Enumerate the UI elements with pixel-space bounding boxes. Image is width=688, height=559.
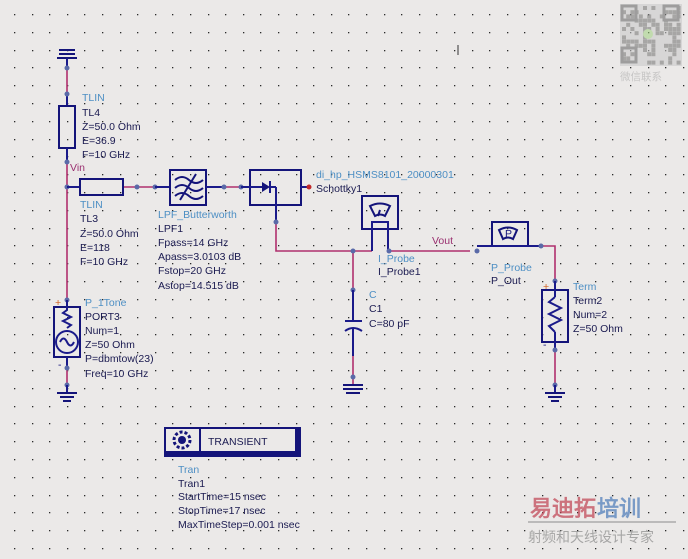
qr-caption: 微信联系 [620, 70, 662, 83]
diode-icon [262, 182, 270, 192]
ground-c1 [343, 384, 363, 394]
lpf1-param: Astop=14.515 dB [158, 280, 239, 292]
svg-text:P: P [505, 228, 512, 240]
svg-text:+: + [543, 281, 549, 293]
tlin-tl3[interactable]: TLIN TL3 Z=50.0 Ohm E=118 F=10 GHz [64, 178, 140, 268]
port3-type: P_1Tone [85, 297, 127, 309]
iprobe1-name: I_Probe1 [378, 266, 421, 278]
pout-name: P_Out [491, 275, 521, 287]
schottky-diode-schottky1[interactable]: di_hp_HSMS8101_20000301 Schottky1 [238, 169, 454, 225]
schottky1-type: di_hp_HSMS8101_20000301 [316, 169, 454, 181]
brand-part2: 培训 [597, 496, 641, 522]
svg-text:-: - [58, 359, 62, 371]
lpf1-param: Apass=3.0103 dB [158, 251, 241, 263]
grid-dots [14, 14, 685, 550]
port3-param: Freq=10 GHz [85, 368, 148, 380]
lpf1-type: LPF_Butterworth [158, 209, 237, 221]
wire[interactable] [275, 222, 372, 252]
tlin-tl4[interactable]: TLIN TL4 Z=50.0 Ohm E=36.9 F=10 GHz [58, 65, 141, 165]
tl3-param: F=10 GHz [80, 256, 128, 268]
sim-param: MaxTimeStep=0.001 nsec [178, 519, 300, 531]
iprobe1-type: I_Probe [378, 253, 415, 265]
c1-name: C1 [369, 303, 383, 315]
wire[interactable] [540, 245, 556, 281]
tl4-name: TL4 [82, 107, 100, 119]
c1-type: C [369, 289, 377, 301]
lpf1-name: LPF1 [158, 223, 183, 235]
sim-type: Tran [178, 464, 199, 476]
ground-top [57, 49, 77, 68]
term2-param: Z=50 Ohm [573, 323, 623, 335]
wires [66, 68, 556, 385]
lpf1-param: Fpass=14 GHz [158, 237, 228, 249]
meter-icon [497, 226, 519, 241]
term2-name: Term2 [573, 295, 602, 307]
power-probe-p-out[interactable]: P P_Probe P_Out [474, 221, 544, 287]
meter-icon [368, 202, 392, 218]
ground-port3 [57, 382, 77, 402]
tl4-param: F=10 GHz [82, 149, 130, 161]
sim-param: StopTime=17 nsec [178, 505, 265, 517]
source-port3[interactable]: + - P_1Tone PORT3 Num=1 Z=50 Ohm P=dbmto… [53, 297, 154, 380]
port3-param: P=dbmtow(23) [85, 353, 154, 365]
port3-param: Z=50 Ohm [85, 339, 135, 351]
schottky1-name: Schottky1 [316, 183, 362, 195]
gear-icon [172, 430, 192, 450]
transient-simulation-controller[interactable]: TRANSIENT Tran Tran1 StartTime=15 nsec S… [164, 427, 301, 531]
lpf1-param: Fstop=20 GHz [158, 265, 226, 277]
c1-param: C=80 pF [369, 318, 410, 330]
port3-name: PORT3 [85, 311, 120, 323]
sine-source-icon [55, 330, 79, 354]
qr-code-watermark: 微信联系 [620, 4, 682, 83]
svg-text:+: + [55, 297, 61, 309]
tl3-name: TL3 [80, 213, 98, 225]
port3-param: Num=1 [85, 325, 119, 337]
term2-type: Term [573, 281, 597, 293]
tl3-type: TLIN [80, 199, 103, 211]
tl4-param: E=36.9 [82, 135, 116, 147]
simulation-label: TRANSIENT [208, 436, 268, 448]
pout-type: P_Probe [491, 262, 532, 274]
resistor-icon [546, 296, 564, 333]
current-probe-i-probe1[interactable]: I_Probe I_Probe1 [350, 195, 421, 278]
net-label-vout[interactable]: Vout [432, 235, 453, 247]
ground-term2 [545, 382, 565, 402]
tl3-param: Z=50.0 Ohm [80, 228, 139, 240]
brand-part1: 易迪拓 [530, 497, 596, 522]
term2-param: Num=2 [573, 309, 607, 321]
tl3-param: E=118 [80, 242, 110, 254]
resistor-icon [60, 300, 74, 329]
tl4-type: TLIN [82, 92, 105, 104]
brand-tagline: 射频和天线设计专家 [528, 529, 654, 546]
brand-watermark: 易迪拓 培训 射频和天线设计专家 [528, 496, 676, 546]
sim-param: StartTime=15 nsec [178, 491, 266, 503]
capacitor-c1[interactable]: C C1 C=80 pF [344, 287, 410, 380]
net-label-vin[interactable]: Vin [70, 162, 85, 174]
filter-icon [174, 173, 204, 201]
tl4-param: Z=50.0 Ohm [82, 121, 141, 133]
svg-text:-: - [543, 339, 547, 351]
termination-term2[interactable]: + - Term Term2 Num=2 Z=50 Ohm [541, 278, 623, 353]
lpf-butterworth-lpf1[interactable]: LPF_Butterworth LPF1 Fpass=14 GHz Apass=… [152, 169, 242, 292]
sim-name: Tran1 [178, 478, 205, 490]
